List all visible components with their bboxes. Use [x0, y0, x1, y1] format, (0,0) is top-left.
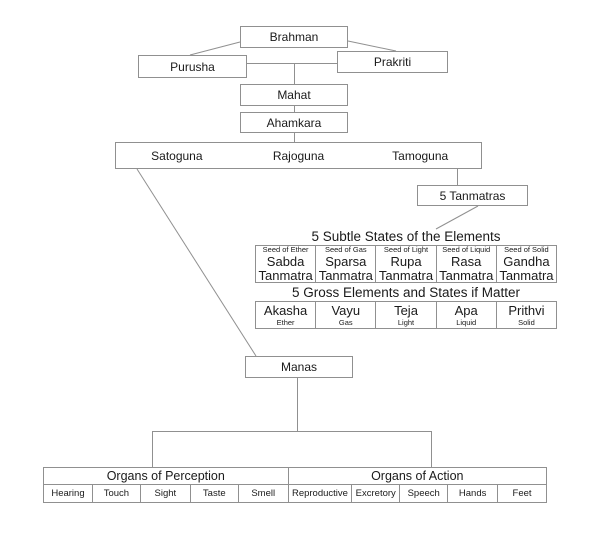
element-name: Vayu	[331, 302, 361, 318]
organs-items-row: Hearing Touch Sight Taste Smell Reproduc…	[43, 485, 547, 503]
seed-label: Seed of Liquid	[442, 246, 491, 254]
gross-elements-table: Akasha Ether Vayu Gas Teja Light Apa Liq…	[255, 301, 557, 329]
tanmatra-suffix: Tanmatra	[439, 268, 494, 283]
node-brahman: Brahman	[240, 26, 348, 48]
subtle-states-table: Seed of Ether Sabda Tanmatra Seed of Gas…	[255, 245, 557, 283]
seed-label: Seed of Gas	[324, 246, 367, 254]
tanmatra-suffix: Tanmatra	[258, 268, 313, 283]
element-state: Liquid	[456, 317, 477, 327]
organ-item-touch: Touch	[91, 485, 140, 502]
connector-gunas-manas	[136, 168, 257, 357]
node-manas: Manas	[245, 356, 353, 378]
tanmatra-name: Rasa	[451, 254, 482, 269]
tanmatra-name: Rupa	[390, 254, 422, 269]
node-tamoguna: Tamoguna	[392, 148, 449, 163]
gross-elements-title: 5 Gross Elements and States if Matter	[291, 285, 521, 300]
node-rajoguna: Rajoguna	[272, 148, 325, 163]
subtle-cell-sabda: Seed of Ether Sabda Tanmatra	[256, 246, 315, 282]
tanmatra-name: Sabda	[266, 254, 305, 269]
gross-cell-teja: Teja Light	[375, 302, 435, 328]
tanmatra-suffix: Tanmatra	[378, 268, 434, 283]
element-name: Teja	[394, 302, 418, 318]
seed-label: Seed of Light	[383, 246, 429, 254]
connector-tanmatras-subtle	[435, 205, 479, 230]
organ-item-smell: Smell	[237, 485, 288, 502]
connector-brahman-prakriti	[347, 40, 397, 52]
element-name: Prithvi	[508, 302, 545, 318]
seed-label: Seed of Ether	[262, 246, 309, 254]
node-purusha: Purusha	[138, 55, 247, 78]
node-5-tanmatras: 5 Tanmatras	[417, 185, 528, 206]
subtle-states-title: 5 Subtle States of the Elements	[311, 229, 501, 244]
gunas-box: Satoguna Rajoguna Tamoguna	[115, 142, 482, 169]
organ-item-taste: Taste	[189, 485, 238, 502]
node-ahamkara: Ahamkara	[240, 112, 348, 133]
organ-item-sight: Sight	[139, 485, 190, 502]
organ-item-excretory: Excretory	[351, 485, 399, 502]
organs-header-row: Organs of Perception Organs of Action	[43, 467, 547, 485]
element-name: Akasha	[263, 302, 308, 318]
subtle-cell-sparsa: Seed of Gas Sparsa Tanmatra	[315, 246, 375, 282]
seed-label: Seed of Solid	[504, 246, 549, 254]
organs-of-perception-header: Organs of Perception	[106, 469, 225, 483]
gross-cell-prithvi: Prithvi Solid	[495, 302, 556, 328]
element-state: Ether	[276, 317, 295, 327]
tanmatra-name: Gandha	[503, 254, 550, 269]
tanmatra-suffix: Tanmatra	[499, 268, 554, 283]
tanmatra-name: Sparsa	[325, 254, 367, 269]
gross-cell-akasha: Akasha Ether	[256, 302, 315, 328]
node-satoguna: Satoguna	[151, 148, 203, 163]
subtle-cell-rasa: Seed of Liquid Rasa Tanmatra	[435, 246, 496, 283]
node-mahat: Mahat	[240, 84, 348, 106]
node-prakriti: Prakriti	[337, 51, 448, 73]
tanmatra-suffix: Tanmatra	[318, 268, 373, 283]
subtle-cell-gandha: Seed of Solid Gandha Tanmatra	[495, 246, 556, 283]
organs-of-action-header: Organs of Action	[287, 468, 546, 484]
organ-item-speech: Speech	[399, 485, 447, 502]
element-name: Apa	[454, 302, 478, 318]
organ-item-reproductive: Reproductive	[287, 485, 352, 502]
gross-cell-vayu: Vayu Gas	[315, 302, 375, 328]
organ-item-hearing: Hearing	[51, 488, 85, 499]
element-state: Solid	[518, 317, 535, 327]
subtle-cell-rupa: Seed of Light Rupa Tanmatra	[375, 246, 435, 282]
connector-brahman-purusha	[189, 41, 241, 56]
gross-cell-apa: Apa Liquid	[435, 302, 496, 328]
organ-item-feet: Feet	[497, 485, 546, 502]
organ-item-hands: Hands	[447, 485, 497, 502]
element-state: Gas	[338, 317, 353, 327]
element-state: Light	[397, 317, 415, 327]
